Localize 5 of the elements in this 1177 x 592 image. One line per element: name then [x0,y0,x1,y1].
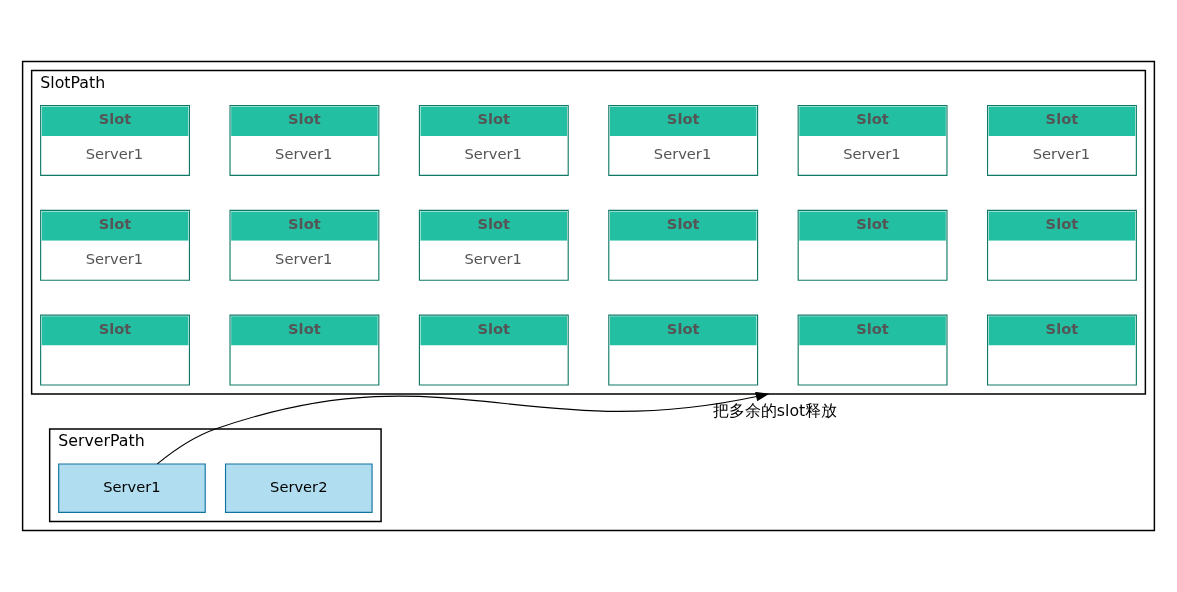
arrow [156,392,770,465]
node-box: Server2 [224,463,373,513]
node-box: Server1 [58,463,206,513]
cluster [21,60,1156,532]
edge-label: 把多余的slot释放 [712,400,838,420]
